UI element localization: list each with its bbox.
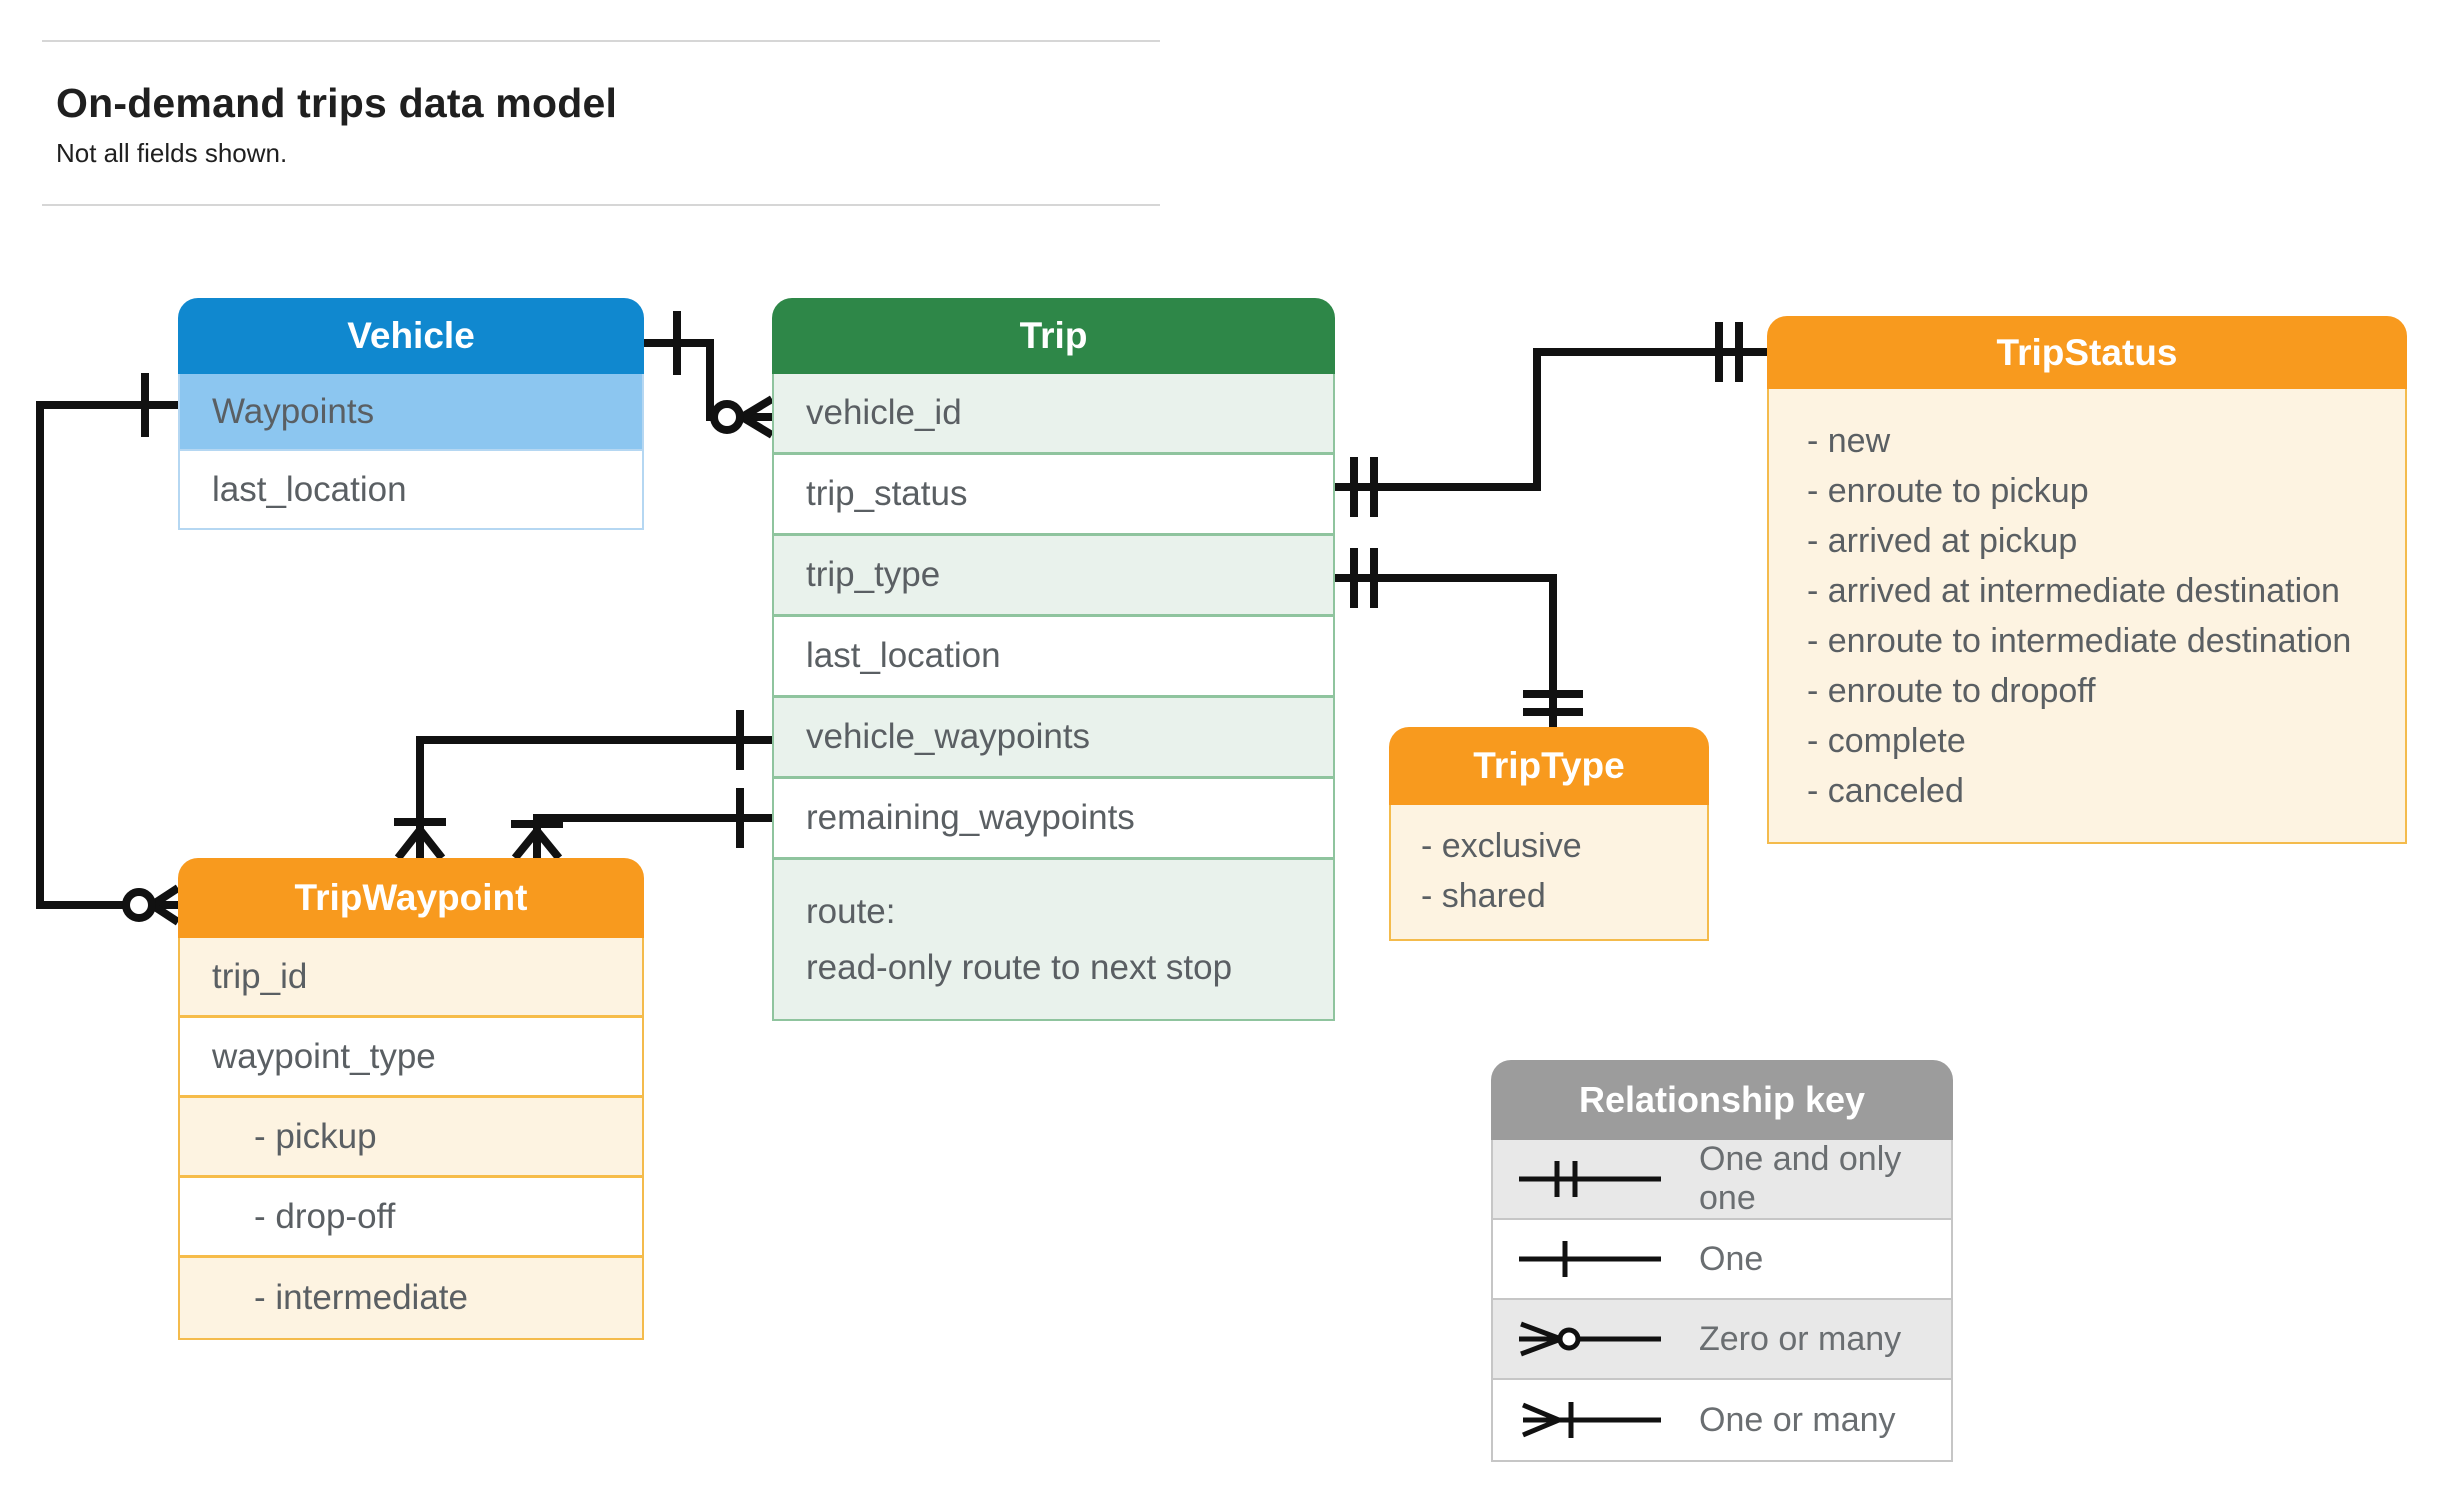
table-tripwaypoint: TripWaypoint trip_id waypoint_type - pic… — [178, 858, 644, 1340]
legend-row: Zero or many — [1493, 1300, 1951, 1380]
field-row: vehicle_id — [774, 374, 1333, 455]
enum-value: - enroute to pickup — [1807, 472, 2089, 510]
table-triptype-header: TripType — [1389, 727, 1709, 805]
legend-label: Zero or many — [1699, 1319, 1902, 1358]
enum-value: - exclusive — [1421, 827, 1582, 865]
enum-value: - pickup — [180, 1098, 642, 1178]
one-and-only-one-symbol — [1519, 1161, 1661, 1197]
crow-foot-icon — [511, 828, 563, 861]
field-row: vehicle_waypoints — [774, 698, 1333, 779]
field-row: trip_status — [774, 455, 1333, 536]
legend-row: One or many — [1493, 1380, 1951, 1460]
enum-value: - complete — [1807, 722, 1966, 760]
relationship-vehicle-trip — [644, 311, 775, 439]
enum-value: - new — [1807, 422, 1891, 460]
field-row-route: route: read-only route to next stop — [774, 860, 1333, 1019]
field-row: last_location — [180, 451, 642, 528]
relationship-key-legend: Relationship key One and only one One Ze… — [1491, 1060, 1953, 1462]
one-or-many-symbol — [1522, 1402, 1661, 1438]
legend-label: One and only one — [1699, 1140, 1902, 1217]
table-trip-header: Trip — [772, 298, 1335, 374]
table-tripwaypoint-header: TripWaypoint — [178, 858, 644, 938]
crow-foot-icon — [149, 884, 181, 926]
enum-value: - enroute to dropoff — [1807, 672, 2096, 710]
relationship-trip-tripstatus — [1335, 322, 1767, 517]
legend-label: One or many — [1699, 1400, 1896, 1439]
enum-value: - shared — [1421, 877, 1546, 915]
enum-value: - drop-off — [180, 1178, 642, 1258]
enum-value: - enroute to intermediate destination — [1807, 622, 2352, 660]
table-tripstatus: TripStatus - new - enroute to pickup - a… — [1767, 316, 2407, 844]
field-row: last_location — [774, 617, 1333, 698]
relationship-trip-tripwaypoint-vehicle-waypoints — [394, 710, 772, 861]
page-title: On-demand trips data model — [56, 80, 618, 126]
relationship-trip-triptype — [1335, 548, 1583, 727]
relationship-key-header: Relationship key — [1491, 1060, 1953, 1140]
table-triptype: TripType - exclusive - shared — [1389, 727, 1709, 941]
enum-value: - arrived at intermediate destination — [1807, 572, 2340, 610]
field-row: trip_type — [774, 536, 1333, 617]
zero-circle-icon — [710, 400, 744, 434]
table-vehicle-header: Vehicle — [178, 298, 644, 374]
field-row: trip_id — [180, 938, 642, 1018]
route-description: read-only route to next stop — [806, 947, 1233, 987]
field-row: remaining_waypoints — [774, 779, 1333, 860]
field-row: waypoint_type — [180, 1018, 642, 1098]
legend-label: One — [1699, 1239, 1764, 1278]
zero-circle-icon — [122, 888, 156, 922]
one-symbol — [1519, 1241, 1661, 1277]
page-subtitle: Not all fields shown. — [56, 138, 288, 168]
field-row: Waypoints — [180, 374, 642, 451]
table-trip: Trip vehicle_id trip_status trip_type la… — [772, 298, 1335, 1021]
table-tripstatus-header: TripStatus — [1767, 316, 2407, 389]
enum-value: - intermediate — [180, 1258, 642, 1338]
route-label: route: — [806, 891, 896, 931]
relationship-vehicle-tripwaypoint — [36, 373, 181, 926]
zero-or-many-symbol — [1519, 1321, 1661, 1357]
crow-foot-icon — [739, 395, 775, 439]
enum-value: - arrived at pickup — [1807, 522, 2078, 560]
legend-row: One — [1493, 1220, 1951, 1300]
title-divider — [42, 204, 1160, 206]
enum-value: - canceled — [1807, 772, 1964, 810]
table-vehicle: Vehicle Waypoints last_location — [178, 298, 644, 530]
top-divider — [42, 40, 1160, 42]
crow-foot-icon — [394, 827, 446, 861]
legend-row: One and only one — [1493, 1140, 1951, 1220]
relationship-trip-tripwaypoint-remaining-waypoints — [511, 788, 772, 861]
